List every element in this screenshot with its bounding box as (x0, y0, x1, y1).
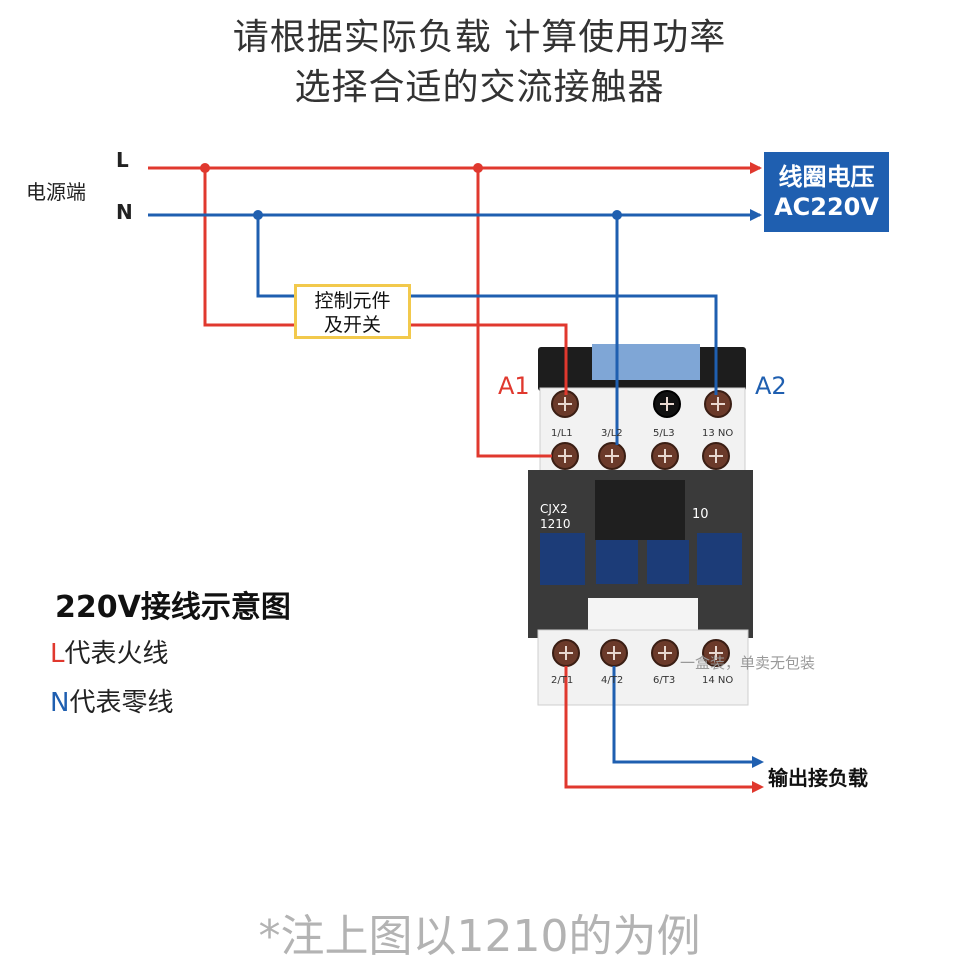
terminal-label: 2/T1 (551, 675, 574, 686)
control-label-1: 控制元件 (314, 290, 391, 312)
contactor-slot (595, 480, 685, 540)
a1-label: A1 (498, 372, 530, 400)
title-line-1: 请根据实际负载 计算使用功率 (232, 17, 727, 58)
power-source-label: 电源端 (26, 180, 86, 204)
output-load-label: 输出接负载 (768, 766, 868, 790)
coil-voltage-badge: 线圈电压 AC220V (764, 152, 889, 232)
contactor-blue-panel-right (697, 533, 742, 585)
coil-voltage-title: 线圈电压 (778, 163, 875, 191)
line-n-label: N (116, 200, 133, 224)
legend-item-n: N代表零线 (50, 688, 174, 718)
a2-label: A2 (755, 372, 787, 400)
control-switch-box: 控制元件 及开关 (294, 284, 411, 339)
footnote: *注上图以1210的为例 (258, 911, 701, 959)
terminal-label: 1/L1 (551, 428, 573, 439)
title-line-2: 选择合适的交流接触器 (294, 67, 665, 108)
contactor-blue-panel-mid-left (596, 540, 638, 584)
terminal-label: 13 NO (702, 428, 734, 439)
legend-item-l: L代表火线 (50, 639, 169, 669)
watermark-text: 一盒装，单卖无包装 (680, 654, 816, 672)
legend-title: 220V接线示意图 (55, 590, 291, 625)
contactor-blue-panel-mid-right (647, 540, 689, 584)
coil-voltage-value: AC220V (774, 193, 879, 221)
contact-type-label: 10 (692, 507, 709, 522)
contactor-nameplate (592, 344, 700, 380)
control-label-2: 及开关 (323, 314, 381, 336)
contactor-blue-panel-left (540, 533, 585, 585)
terminal-label: 6/T3 (653, 675, 676, 686)
terminal-label: 4/T2 (601, 675, 624, 686)
model-label: CJX2 1210 (540, 502, 571, 531)
line-l-label: L (116, 148, 129, 172)
terminal-label: 14 NO (702, 675, 734, 686)
terminal-label: 3/L2 (601, 428, 623, 439)
terminal-label: 5/L3 (653, 428, 675, 439)
